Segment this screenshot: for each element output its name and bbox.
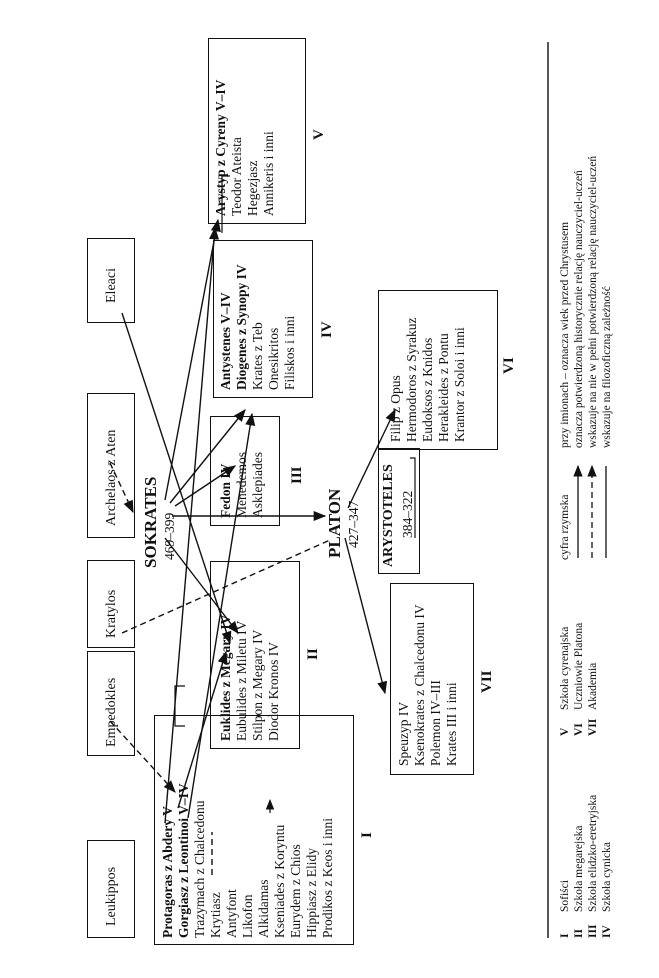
arrow-sokrates-to-arystyp <box>164 218 221 501</box>
arrow-platon-to-filip <box>347 408 396 509</box>
arrow-sokrates-to-euklides <box>164 537 239 634</box>
dashed-empedokles-to-gorgiasz <box>109 720 176 793</box>
line-gorgiasz-to-antystenes <box>187 412 256 819</box>
line-protagoras-to-arystyp <box>164 226 220 824</box>
arrow-sokrates-to-fedon <box>174 465 237 507</box>
legend-desc-confirmed: oznacza potwierdzoną historycznie relacj… <box>573 170 585 448</box>
line-eleaci-to-euklides <box>121 312 232 645</box>
arrow-platon-to-speuzyp <box>344 537 388 695</box>
bracket-arystyp-students <box>221 175 230 233</box>
connector-arystoteles-to-academy <box>410 457 416 538</box>
arrow-sokrates-to-antystenes <box>169 409 246 504</box>
legend-desc-unconfirmed: wskazuje na nie w pełni potwierdzoną rel… <box>587 155 599 448</box>
legend-desc-philosophical: wskazuje na filozoficzną zależność <box>601 286 613 448</box>
bracket-trazymach-group <box>174 685 185 727</box>
dashed-kratylos-to-platon <box>121 539 331 634</box>
dashed-archelaos-to-sokrates <box>109 462 134 514</box>
